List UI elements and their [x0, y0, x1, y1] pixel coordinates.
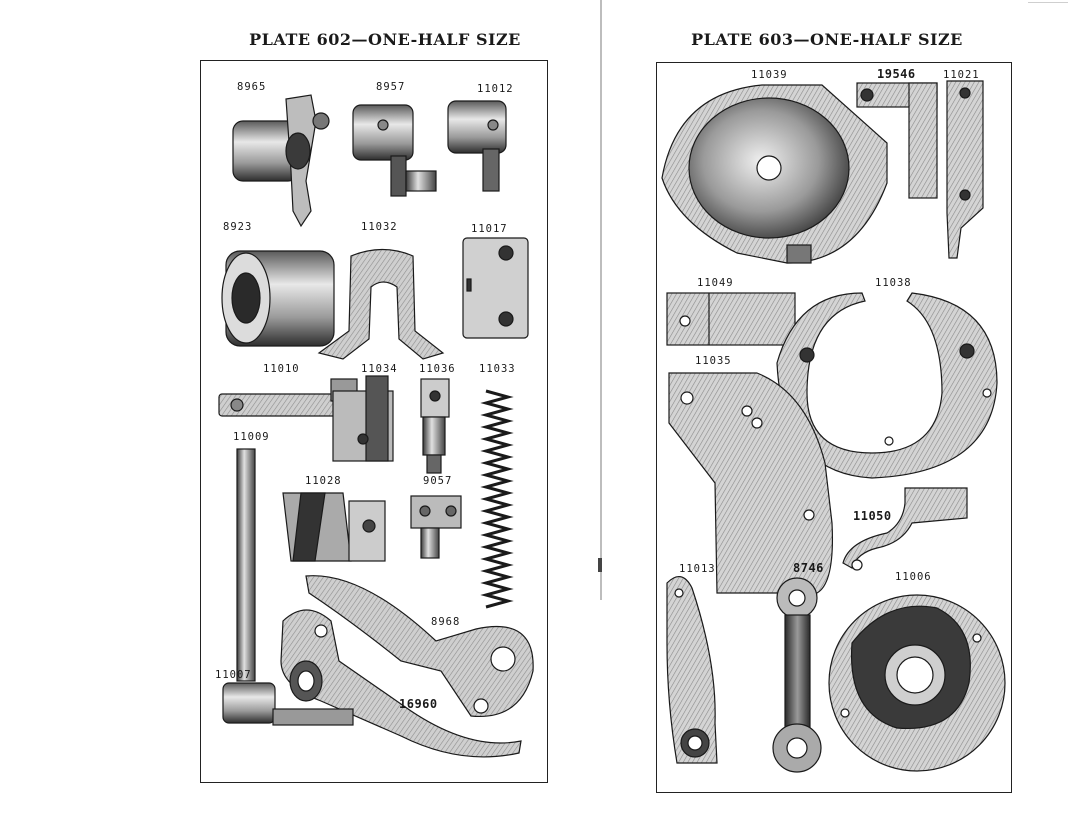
gutter-mark	[598, 558, 602, 572]
part-label-9057: 9057	[423, 475, 453, 487]
part-label-11038: 11038	[875, 277, 912, 289]
part-label-11007: 11007	[215, 669, 252, 681]
part-8923-image	[221, 250, 335, 347]
part-label-11036: 11036	[419, 363, 456, 375]
part-11021-image	[946, 80, 984, 259]
part-label-11017: 11017	[471, 223, 508, 235]
part-11028-image	[282, 492, 386, 562]
part-11009-image	[236, 448, 256, 682]
part-11038-image	[776, 292, 998, 479]
part-8968-image	[305, 575, 534, 718]
part-11007-image	[222, 682, 354, 726]
part-11049-image	[666, 292, 796, 346]
plate-602-frame: 8965 8957 11012 8923 11032 11017 11010 1…	[200, 60, 548, 783]
part-11039-image	[661, 84, 888, 264]
part-label-11039: 11039	[751, 69, 788, 81]
part-label-11009: 11009	[233, 431, 270, 443]
part-8746-image	[772, 577, 822, 773]
part-11010-image	[218, 378, 360, 417]
part-label-11028: 11028	[305, 475, 342, 487]
part-11012-image	[447, 100, 507, 192]
part-8957-image	[352, 104, 437, 197]
part-16960-image	[280, 609, 522, 758]
part-label-11032: 11032	[361, 221, 398, 233]
part-11006-image	[828, 594, 1006, 772]
plate-602-title: PLATE 602—ONE-HALF SIZE	[249, 30, 521, 49]
plate-602-illustration	[218, 94, 534, 758]
part-11032-image	[317, 248, 445, 360]
part-label-11012: 11012	[477, 83, 514, 95]
part-label-11006: 11006	[895, 571, 932, 583]
part-label-8746: 8746	[793, 561, 824, 575]
part-label-8965: 8965	[237, 81, 267, 93]
part-11013-image	[666, 576, 718, 764]
plate-603-title: PLATE 603—ONE-HALF SIZE	[691, 30, 963, 49]
plate-603-frame: 11039 19546 11021 11049 11038 11035 1105…	[656, 62, 1012, 793]
part-label-11010: 11010	[263, 363, 300, 375]
part-label-16960: 16960	[399, 697, 438, 711]
part-label-11049: 11049	[697, 277, 734, 289]
part-11033-image	[480, 389, 514, 609]
part-label-11034: 11034	[361, 363, 398, 375]
part-label-8957: 8957	[376, 81, 406, 93]
part-11017-image	[462, 237, 529, 339]
part-label-11035: 11035	[695, 355, 732, 367]
corner-mark	[1028, 2, 1068, 3]
part-9057-image	[410, 495, 462, 559]
part-label-11013: 11013	[679, 563, 716, 575]
part-label-11021: 11021	[943, 69, 980, 81]
part-11036-image	[420, 378, 450, 474]
part-label-19546: 19546	[877, 67, 916, 81]
part-11050-image	[842, 487, 968, 571]
part-8965-image	[232, 94, 330, 228]
part-11035-image	[668, 372, 834, 594]
page-gutter	[600, 0, 602, 600]
part-label-11033: 11033	[479, 363, 516, 375]
part-11034-image	[332, 375, 394, 462]
part-label-11050: 11050	[853, 509, 892, 523]
part-19546-image	[856, 82, 938, 199]
part-label-8968: 8968	[431, 616, 461, 628]
plate-603-illustration	[661, 80, 1006, 773]
part-label-8923: 8923	[223, 221, 253, 233]
